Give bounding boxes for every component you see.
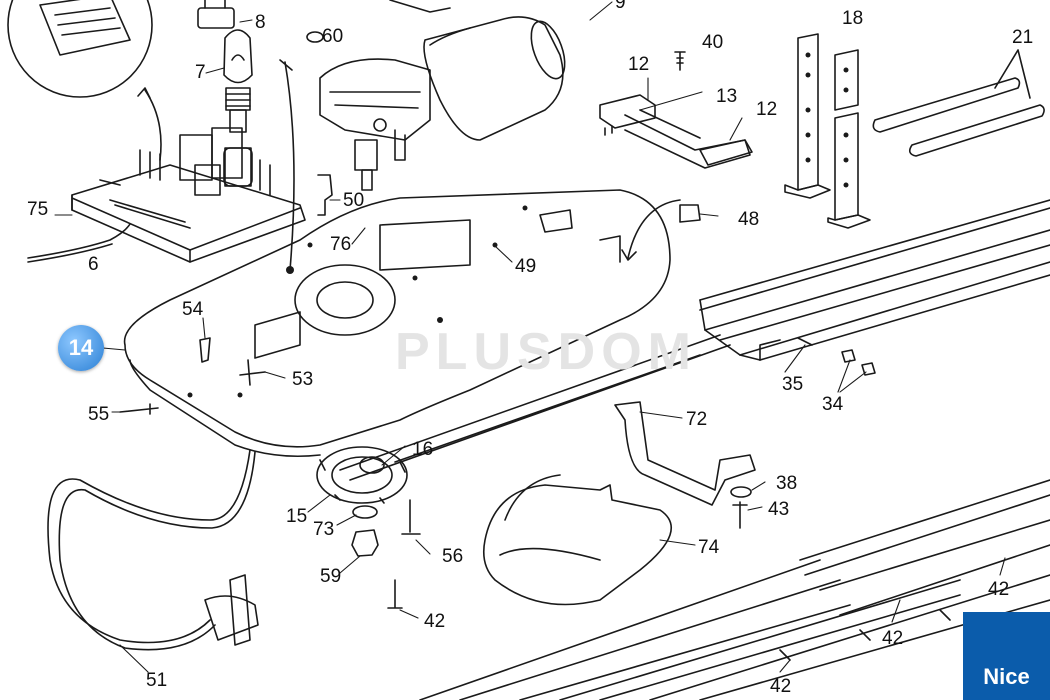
screw-43 <box>732 501 748 529</box>
supply-cable <box>27 223 131 259</box>
assembly-arrow <box>627 199 681 259</box>
callout-74: 74 <box>698 537 720 558</box>
bracket-72 <box>614 401 756 506</box>
callout-38: 38 <box>776 473 797 494</box>
callout-50: 50 <box>343 190 364 211</box>
part-53 <box>239 359 266 386</box>
callout-49: 49 <box>515 256 536 277</box>
callout-16: 16 <box>412 439 433 460</box>
lamp-cover-74 <box>482 474 672 606</box>
motor-base-plate <box>123 189 671 458</box>
callout-13: 13 <box>716 86 737 107</box>
callout-35: 35 <box>782 374 803 395</box>
wire-lead <box>284 61 295 271</box>
callout-40: 40 <box>702 32 723 53</box>
callout-54: 54 <box>182 299 204 320</box>
washer-73 <box>352 505 378 519</box>
gear-motor <box>319 16 566 191</box>
pin-54 <box>199 337 211 363</box>
callout-56: 56 <box>442 546 463 567</box>
washer-38 <box>730 486 752 498</box>
callout-15: 15 <box>286 506 307 527</box>
nut-34a <box>841 349 856 363</box>
top-cover-edge <box>389 0 451 13</box>
callout-7: 7 <box>195 62 206 83</box>
lower-rail-sections <box>419 479 1050 700</box>
callout-53: 53 <box>292 369 313 390</box>
chain-sprocket <box>316 446 408 504</box>
callout-75: 75 <box>27 199 48 220</box>
highlight-badge[interactable]: 14 <box>58 325 104 371</box>
brand-logo: Nice <box>963 612 1050 700</box>
bolt-35 <box>797 337 813 346</box>
callout-12-right: 12 <box>756 99 777 120</box>
zoom-arrow <box>144 89 162 161</box>
connector-50 <box>317 174 333 216</box>
lamp-bulb <box>223 29 253 187</box>
nut-59 <box>351 529 379 557</box>
callout-73: 73 <box>313 519 334 540</box>
callout-8: 8 <box>255 12 266 33</box>
rail-strips-21 <box>872 49 1045 157</box>
clip-48 <box>679 204 701 223</box>
control-board <box>71 127 306 263</box>
callout-72: 72 <box>686 409 707 430</box>
callout-42-bottom: 42 <box>770 676 791 697</box>
callout-55: 55 <box>88 404 109 425</box>
callout-59: 59 <box>320 566 341 587</box>
callout-9: 9 <box>615 0 626 13</box>
callout-12-left: 12 <box>628 54 649 75</box>
callout-42-right: 42 <box>988 579 1009 600</box>
callout-42-center: 42 <box>424 611 445 632</box>
guide-rail <box>699 199 1050 361</box>
power-cable-51 <box>47 449 259 651</box>
watermark: PLUSDOM <box>395 323 697 381</box>
nut-34b <box>861 362 876 376</box>
connector-part <box>197 0 235 29</box>
callout-51: 51 <box>146 670 167 691</box>
callout-34: 34 <box>822 394 844 415</box>
callout-60: 60 <box>322 26 343 47</box>
callout-43: 43 <box>768 499 789 520</box>
limit-switch-assembly <box>599 94 753 169</box>
callout-42-lower: 42 <box>882 628 903 649</box>
callout-6: 6 <box>88 254 99 275</box>
screw-40 <box>674 51 686 71</box>
screw-56 <box>401 499 421 535</box>
washer-60 <box>306 31 324 43</box>
screw-42 <box>387 579 403 609</box>
callout-18: 18 <box>842 8 863 29</box>
control-board-detail-zoom <box>7 0 153 98</box>
callout-21: 21 <box>1012 27 1033 48</box>
callout-76: 76 <box>330 234 351 255</box>
hanging-bracket-18 <box>784 33 871 229</box>
screw-55 <box>119 403 159 415</box>
callout-48: 48 <box>738 209 759 230</box>
